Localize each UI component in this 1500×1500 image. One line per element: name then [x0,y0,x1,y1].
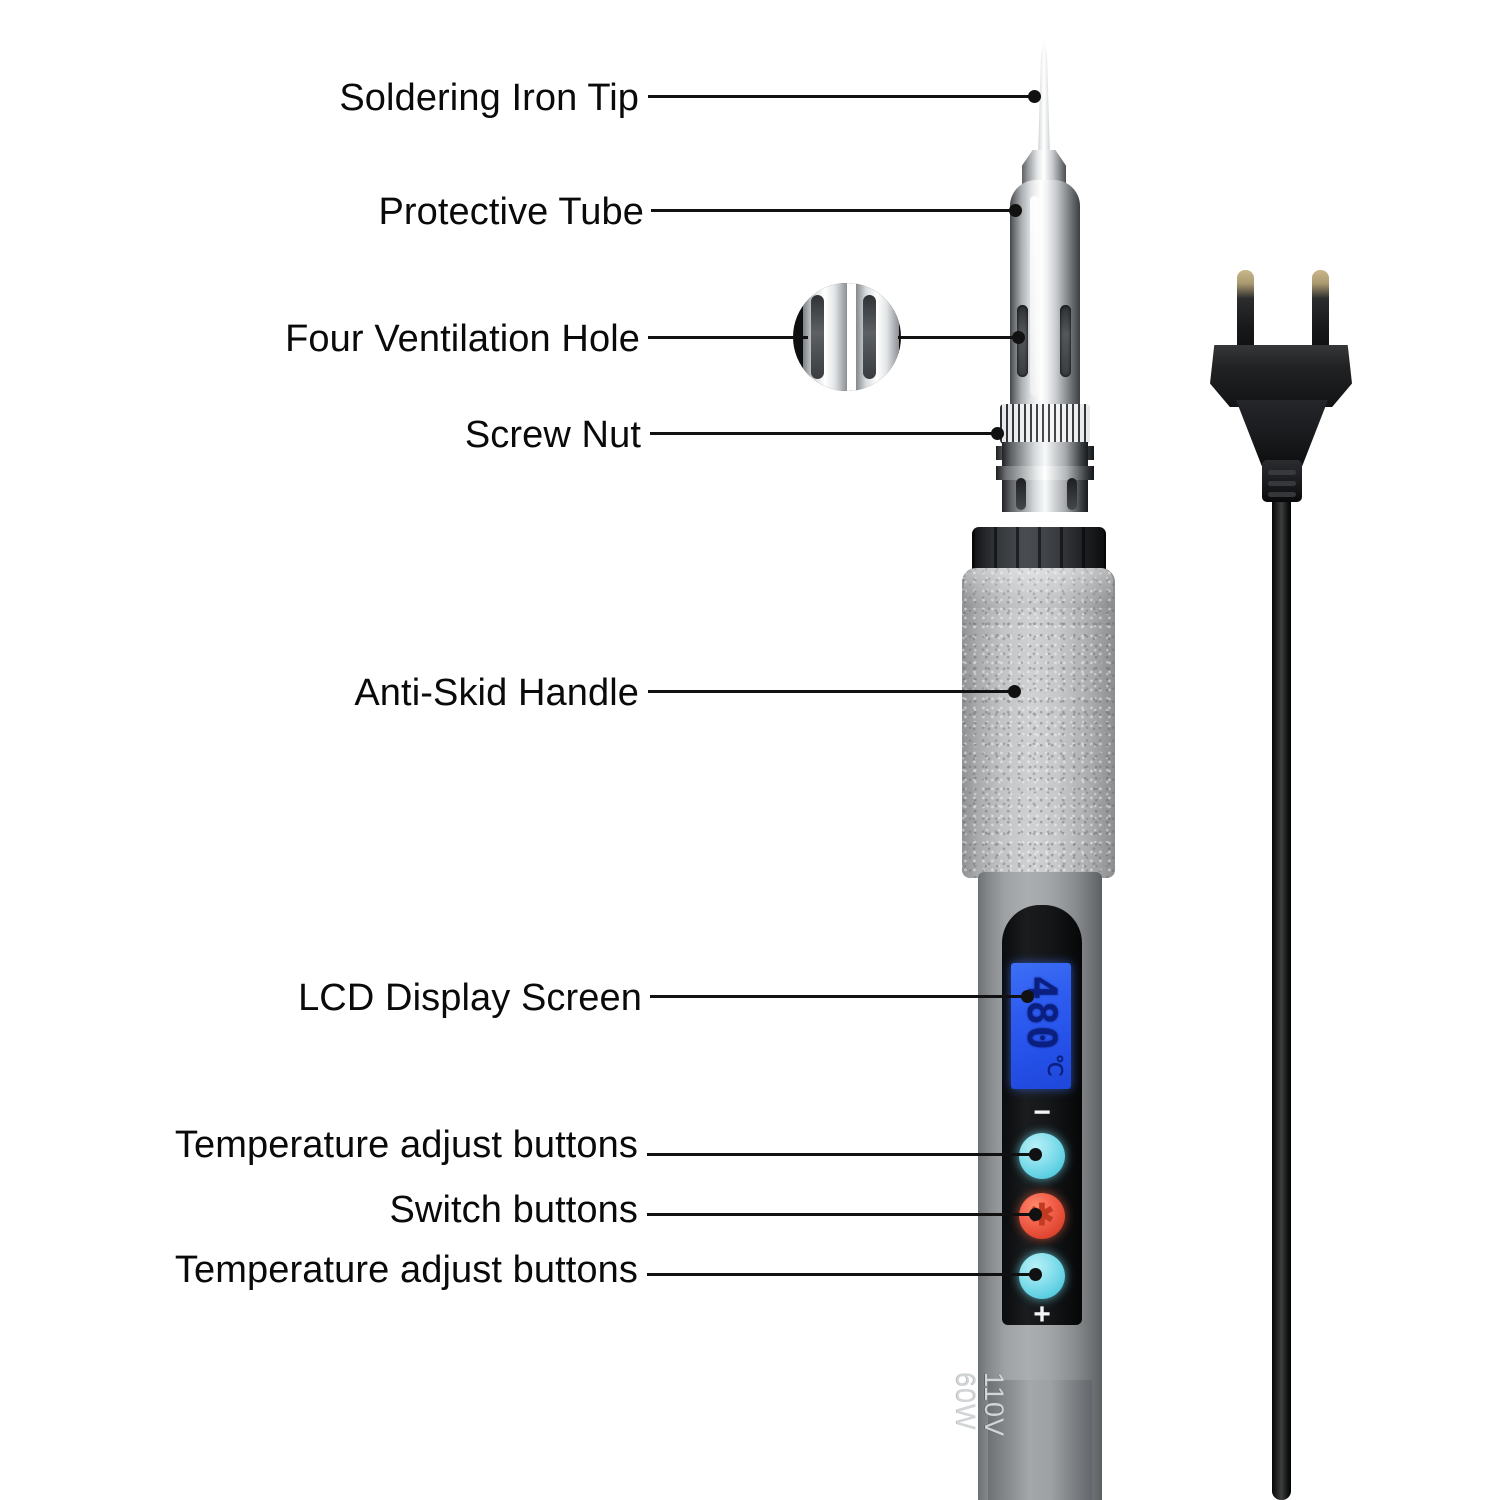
soldering-iron-tip-cone [1037,36,1051,166]
leader-line-four-ventilation-hole [648,336,808,339]
strain-relief-rib-3 [1268,492,1296,497]
magnifier-tube-right [855,283,899,391]
leader-dot-protective-tube [1009,204,1022,217]
leader-dot-switch-buttons [1029,1208,1042,1221]
leader-dot-lcd-display-screen [1021,990,1034,1003]
plug-pin-right [1312,270,1329,354]
magnifier-ventilation-slot-1 [811,295,824,379]
rating-wattage: 60W [950,1372,981,1431]
power-plug-body [1210,345,1352,407]
plus-sign-label: + [1033,1298,1051,1331]
callout-label-temperature-adjust-lower: Temperature adjust buttons [174,1249,638,1291]
leader-dot-anti-skid-handle [1008,685,1021,698]
ventilation-hole-2 [1060,305,1071,377]
leader-dot-four-ventilation-hole [1012,331,1025,344]
minus-button[interactable] [1019,1133,1065,1179]
leader-line-temperature-adjust-upper [647,1153,1035,1156]
lcd-readout: 480 ℃ [1011,963,1071,1089]
leader-line-screw-nut [650,432,998,435]
power-cable [1272,492,1291,1500]
leader-line-switch-buttons [647,1213,1035,1216]
leader-line-four-ventilation-hole-2 [898,336,1018,339]
lcd-display-screen: 480 ℃ [1011,963,1071,1089]
callout-label-temperature-adjust-upper: Temperature adjust buttons [174,1124,638,1166]
leader-dot-soldering-iron-tip [1028,90,1041,103]
leader-line-temperature-adjust-lower [647,1273,1035,1276]
leader-line-lcd-display-screen [650,995,1028,998]
callout-label-four-ventilation-hole: Four Ventilation Hole [285,318,640,360]
switch-button[interactable]: ✱ [1019,1193,1065,1239]
plus-button[interactable] [1019,1253,1065,1299]
callout-label-lcd-display-screen: LCD Display Screen [298,977,642,1019]
leader-line-anti-skid-handle [648,690,1014,693]
callout-label-anti-skid-handle: Anti-Skid Handle [354,672,639,714]
callout-label-protective-tube: Protective Tube [378,191,644,233]
magnifier-gap [847,283,856,391]
rating-voltage: 110V [979,1372,1009,1438]
minus-sign-label: − [1033,1096,1051,1129]
ventilation-hole-magnifier [793,283,901,391]
leader-dot-screw-nut [991,427,1004,440]
callout-label-switch-buttons: Switch buttons [389,1189,638,1231]
leader-dot-temperature-adjust-lower [1029,1268,1042,1281]
leader-line-soldering-iron-tip [648,95,1034,98]
rating-text: 110V 60W [950,1372,1009,1438]
anti-skid-handle [962,568,1115,878]
asterisk-icon: ✱ [1029,1199,1055,1232]
plug-pin-left [1237,270,1254,354]
strain-relief-rib-2 [1268,481,1296,486]
lcd-temperature-unit: ℃ [1043,1053,1067,1077]
callout-label-soldering-iron-tip: Soldering Iron Tip [339,77,639,119]
leader-line-protective-tube [651,209,1016,212]
magnifier-tube-left [803,283,847,391]
black-collar [972,527,1106,574]
barrel-ring-lower [996,466,1094,480]
ventilation-hole-3 [1016,478,1026,510]
magnifier-ventilation-slot-2 [863,295,876,379]
protective-tube-highlight [1030,196,1039,396]
anti-skid-handle-lip [964,568,1113,608]
strain-relief-rib-1 [1268,470,1296,475]
ventilation-hole-4 [1067,478,1077,510]
callout-label-screw-nut: Screw Nut [464,414,641,456]
leader-dot-temperature-adjust-upper [1029,1148,1042,1161]
screw-nut[interactable] [1000,404,1090,444]
anti-skid-handle-texture [962,568,1115,878]
lcd-temperature-value: 480 [1018,975,1064,1051]
device-body-taper [988,1380,1092,1500]
